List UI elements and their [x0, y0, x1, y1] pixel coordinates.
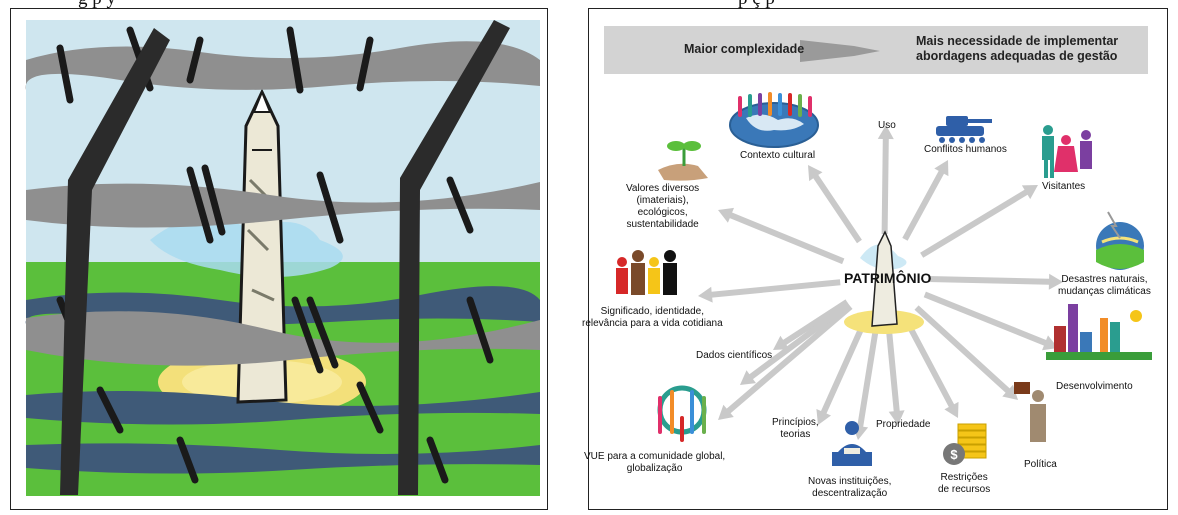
factor-label-cultural-context: Contexto cultural [740, 150, 816, 161]
radial-arrow [885, 321, 905, 425]
complexity-banner [604, 26, 1148, 74]
monument-obelisk [236, 88, 288, 404]
tank-icon [936, 116, 992, 143]
globe-people-icon [729, 92, 819, 148]
barbed-wire-monument-illustration [25, 20, 540, 496]
seedling-hand-icon [658, 141, 708, 181]
center-heritage-label: PATRIMÔNIO [844, 270, 932, 286]
banner-right-text: Mais necessidade de implementar abordage… [916, 34, 1119, 63]
family-icon [616, 250, 677, 295]
factor-label-development: Desenvolvimento [1056, 381, 1133, 392]
landscape-storm-icon [1096, 211, 1144, 270]
radial-arrow [852, 321, 880, 440]
radial-arrow [923, 291, 1058, 351]
radial-arrow [808, 165, 862, 244]
left-caption-fragment: g p y [78, 0, 116, 10]
factor-label-new-institutions: Novas instituições, descentralização [808, 476, 892, 499]
diagram-graphics: $ [616, 40, 1152, 466]
svg-text:$: $ [950, 447, 958, 462]
gray-wire-stripe-2 [26, 182, 540, 228]
fence-post-right [398, 20, 510, 495]
radial-arrow [920, 185, 1038, 258]
right-diagram-panel: p ç p [568, 0, 1178, 515]
radial-arrow [773, 299, 849, 350]
people-circle-icon [657, 385, 707, 442]
right-caption-fragment: p ç p [738, 0, 775, 10]
factor-label-property: Propriedade [876, 419, 931, 430]
politician-icon [1014, 382, 1046, 442]
factor-label-resource-constraints: Restrições de recursos [938, 472, 991, 495]
radial-arrow [914, 305, 1018, 400]
dark-wire-stripe-3 [26, 443, 540, 474]
person-desk-icon [832, 421, 872, 466]
banner-arrow [800, 40, 880, 62]
center-obelisk-icon [871, 230, 898, 327]
left-frame [10, 8, 548, 510]
radial-arrow [877, 125, 894, 234]
factor-label-principles: Princípios, teorias [772, 417, 819, 440]
radial-arrow [901, 315, 959, 418]
gray-wire-stripe-3 [26, 311, 540, 366]
radial-arrows [698, 125, 1063, 440]
radial-arrow [902, 160, 949, 241]
factor-label-meaning: Significado, identidade, relevância para… [582, 306, 723, 329]
factor-label-politics: Política [1024, 459, 1057, 470]
factor-label-scientific-data: Dados científicos [696, 350, 773, 361]
tourists-icon [1042, 125, 1092, 178]
radial-arrow [816, 316, 869, 425]
radial-arrow [927, 273, 1063, 290]
city-icon [1046, 304, 1152, 360]
factor-label-use: Uso [878, 120, 896, 131]
fence-post-left [60, 28, 170, 495]
banner-left-text: Maior complexidade [684, 42, 805, 56]
right-frame [588, 8, 1168, 510]
radial-arrow [698, 279, 841, 303]
radial-arrow [718, 207, 845, 265]
factor-label-ouv: VUE para a comunidade global, globalizaç… [584, 451, 726, 474]
factor-label-visitors: Visitantes [1042, 181, 1086, 192]
wire-barbs [56, 26, 494, 484]
factor-label-values: Valores diversos (imateriais), ecológico… [626, 183, 700, 230]
dark-wire-stripe-2 [26, 391, 540, 425]
factor-label-human-conflicts: Conflitos humanos [924, 144, 1007, 155]
factor-label-natural-disasters: Desastres naturais, mudanças climáticas [1058, 274, 1151, 297]
left-illustration-panel: g p y [0, 0, 555, 515]
radial-arrow [718, 304, 853, 420]
radial-arrow [740, 301, 851, 385]
coins-icon: $ [943, 423, 987, 465]
